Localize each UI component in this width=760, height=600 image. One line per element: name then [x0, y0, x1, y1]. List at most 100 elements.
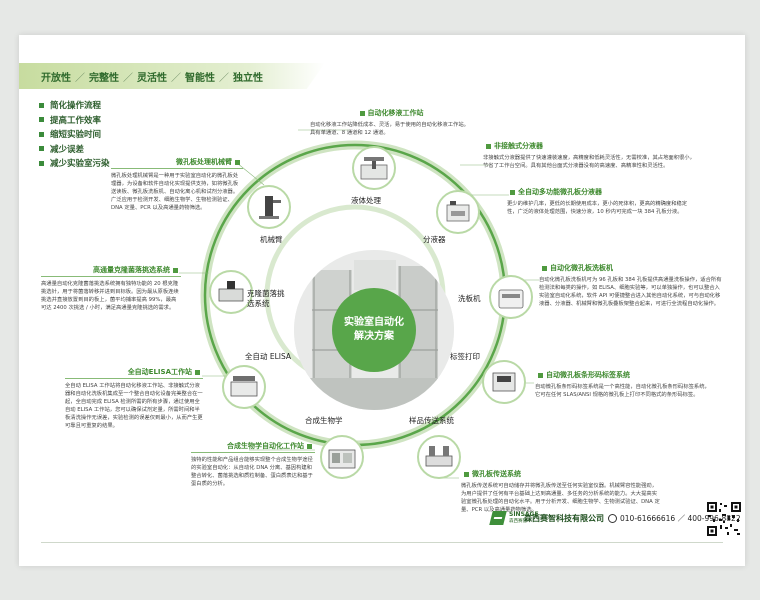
square-icon: [307, 443, 312, 449]
phone-numbers: 010-61666616 ／ 400-996-8822: [608, 513, 741, 524]
block-desc: 全自动 ELISA 工作站将自动化移液工作站、非接触式分液器和自动化洗板机集成至…: [65, 383, 203, 429]
block-synbio: 合成生物学自动化工作站 独特的性能和产品组合能够实现整个合成生物学途径的实验室自…: [191, 441, 315, 488]
dispenser-icon: [446, 201, 470, 222]
ring-label-dispenser: 分液器: [423, 235, 446, 244]
bullet-square-icon: [39, 146, 44, 152]
block-desc: 微孔板传送系统可自动储存并将微孔板传送至任何实验室仪器。机械臂容性能强劲，为用户…: [461, 483, 660, 513]
square-icon: [173, 267, 178, 273]
ring-label-labeler: 标签打印: [450, 352, 480, 361]
bullet-square-icon: [39, 131, 44, 137]
feature-smart: 智能性: [185, 72, 215, 84]
block-transfer: 微孔板传送系统 微孔板传送系统可自动储存并将微孔板传送至任何实验室仪器。机械臂容…: [461, 469, 661, 514]
square-icon: [195, 369, 200, 375]
feature-separator: ／: [219, 72, 229, 84]
company-logo: SINSAGE 森西赛智: [489, 511, 539, 525]
robotic-arm-icon: [259, 196, 281, 219]
elisa-workstation-icon: [230, 376, 258, 397]
block-elisa: 全自动ELISA工作站 全自动 ELISA 工作站将自动化移液工作站、非接触式分…: [65, 367, 203, 430]
feature-flexible: 灵活性: [137, 72, 167, 84]
block-desc: 非接触式分液器提供了快速灌装速度，高精度和低耗灵活性，无需校准，其占地面积很小，…: [483, 155, 695, 169]
feature-complete: 完整性: [89, 72, 119, 84]
feature-separator: ／: [123, 72, 133, 84]
square-icon: [235, 159, 240, 165]
block-title: 全自动多功能微孔板分液器: [507, 187, 697, 197]
feature-independent: 独立性: [233, 72, 263, 84]
footer: [19, 540, 745, 566]
lab-automation-photo: [294, 250, 454, 410]
node-synthetic-biology: [320, 435, 364, 479]
ring-label-transfer: 样品传送系统: [409, 416, 454, 425]
ring-label-arm: 机械臂: [260, 235, 283, 244]
ring-label-washer: 洗板机: [458, 294, 481, 303]
qr-code-icon: [706, 501, 742, 537]
node-elisa: [222, 365, 266, 409]
node-plate-washer: [489, 275, 533, 319]
block-desc: 自动化微孔板洗板机可为 96 孔板和 384 孔板提供高通量洗板操作，适合所有检…: [539, 277, 722, 307]
node-liquid-handler: [352, 146, 396, 190]
ring-label-colony: 克隆菌落挑选系统: [247, 289, 285, 308]
block-title: 自动化微孔板洗板机: [539, 263, 725, 273]
footer-divider: [41, 542, 723, 543]
node-dispenser: [436, 190, 480, 234]
liquid-handler-icon: [360, 157, 388, 180]
bullet-square-icon: [39, 117, 44, 123]
block-liquid: 自动化移液工作站 自动化移液工作站降低成本、灵活，易于使用的自动化移液工作站。具…: [310, 108, 470, 137]
square-icon: [486, 143, 491, 149]
feature-separator: ／: [171, 72, 181, 84]
feature-separator: ／: [75, 72, 85, 84]
block-title: 自动化移液工作站: [310, 108, 470, 118]
benefit-item: 提高工作效率: [39, 113, 110, 128]
logo-english: SINSAGE: [509, 511, 539, 518]
block-title: 高通量克隆菌落挑选系统: [41, 265, 181, 275]
block-noncontact: 非接触式分液器 非接触式分液器提供了快速灌装速度，高精度和低耗灵活性，无需校准，…: [483, 141, 699, 170]
block-desc: 独特的性能和产品组合能够实现整个合成生物学途径的实验室自动化：从自动化 DNA …: [191, 457, 313, 487]
benefit-item: 减少实验室污染: [39, 156, 110, 171]
bullet-square-icon: [39, 102, 44, 108]
square-icon: [359, 110, 365, 116]
block-labeler: 自动微孔板条形码标签系统 自动微孔板条形码标签系统是一个高性能，自动化微孔板条形…: [535, 370, 715, 399]
node-colony-picker: [209, 270, 253, 314]
block-title: 微孔板处理机械臂: [111, 157, 243, 167]
block-colony: 高通量克隆菌落挑选系统 高通量自动化克隆菌落挑选系统拥有独特功能的 20 根克隆…: [41, 265, 181, 312]
benefit-list: 简化操作流程 提高工作效率 缩短实验时间 减少误差 减少实验室污染: [39, 98, 110, 171]
feature-ribbon: 开放性 ／ 完整性 ／ 灵活性 ／ 智能性 ／ 独立性: [19, 63, 325, 89]
block-desc: 自动化移液工作站降低成本、灵活，易于使用的自动化移液工作站。具有单通道、8 通道…: [310, 122, 469, 136]
block-multi-dispenser: 全自动多功能微孔板分液器 更少的维护几率，更低的长期使用成本，更小的死体积，更高…: [507, 187, 697, 216]
benefit-item: 减少误差: [39, 142, 110, 157]
block-title: 合成生物学自动化工作站: [191, 441, 315, 451]
logo-chinese: 森西赛智: [509, 519, 527, 524]
square-icon: [464, 471, 469, 477]
benefit-item: 简化操作流程: [39, 98, 110, 113]
brochure-sheet: 开放性 ／ 完整性 ／ 灵活性 ／ 智能性 ／ 独立性 简化操作流程 提高工作效…: [19, 35, 745, 566]
solution-title: 实验室自动化 解决方案: [332, 288, 416, 372]
node-label-printer: [482, 360, 526, 404]
sinsage-logo-icon: [489, 511, 507, 525]
label-printer-icon: [492, 372, 516, 392]
colony-picker-icon: [218, 281, 244, 302]
title-underline: [111, 168, 243, 169]
block-desc: 高通量自动化克隆菌落挑选系统拥有独特功能的 20 根克隆挑选针，用于将菌落转移并…: [41, 281, 179, 311]
block-desc: 更少的维护几率，更低的长期使用成本，更小的死体积，更高的精确度和稳定性，广泛的液…: [507, 201, 688, 215]
title-underline: [191, 452, 315, 453]
block-title: 非接触式分液器: [483, 141, 699, 151]
block-desc: 自动微孔板条形码标签系统是一个高性能，自动化微孔板条形码标签系统，它可在任何 S…: [535, 384, 710, 398]
title-underline: [41, 276, 181, 277]
bullet-square-icon: [39, 160, 44, 166]
block-title: 自动微孔板条形码标签系统: [535, 370, 715, 380]
square-icon: [510, 189, 515, 195]
block-washer: 自动化微孔板洗板机 自动化微孔板洗板机可为 96 孔板和 384 孔板提供高通量…: [539, 263, 725, 308]
square-icon: [542, 265, 547, 271]
node-plate-transfer: [417, 435, 461, 479]
plate-washer-icon: [498, 289, 524, 309]
block-title: 全自动ELISA工作站: [65, 367, 203, 377]
ring-label-liquid: 液体处理: [351, 196, 381, 205]
plate-transfer-icon: [425, 446, 453, 467]
ring-label-elisa: 全自动 ELISA: [245, 352, 292, 361]
ring-label-synbio: 合成生物学: [305, 416, 343, 425]
block-arm: 微孔板处理机械臂 微孔板处理机械臂是一种用于实验室自动化的微孔板处理器，为设备和…: [111, 157, 243, 212]
synthetic-biology-icon: [328, 449, 356, 469]
node-robotic-arm: [247, 185, 291, 229]
square-icon: [538, 372, 543, 378]
feature-open: 开放性: [41, 72, 71, 84]
block-desc: 微孔板处理机械臂是一种用于实验室自动化的微孔板处理器，为设备和软件自动化实现提供…: [111, 173, 239, 211]
